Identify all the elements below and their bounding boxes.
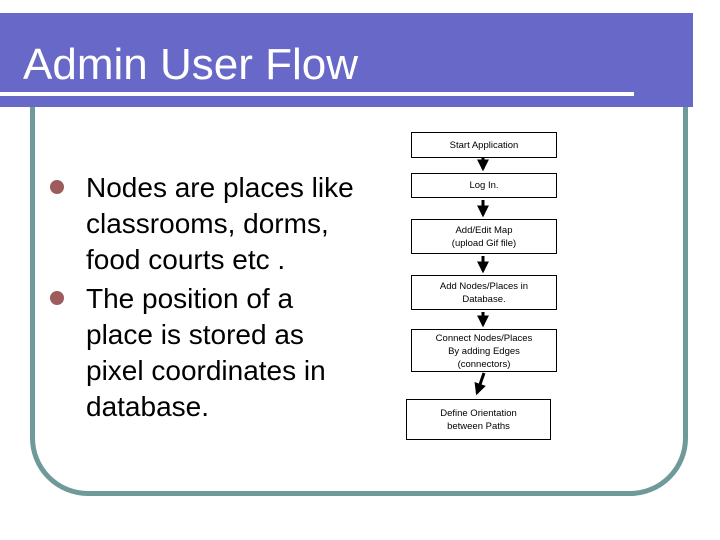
list-item: Nodes are places like classrooms, dorms,… — [50, 170, 385, 278]
title-bar: Admin User Flow — [0, 13, 693, 107]
flow-step-add-edit-map: Add/Edit Map (upload Gif file) — [411, 219, 557, 254]
bullet-icon — [50, 291, 64, 305]
flow-step-define-orientation: Define Orientation between Paths — [406, 399, 551, 440]
flow-step-connect-nodes: Connect Nodes/Places By adding Edges (co… — [411, 329, 557, 372]
bullet-icon — [50, 180, 64, 194]
bullet-list: Nodes are places like classrooms, dorms,… — [50, 170, 385, 425]
flow-step-log-in: Log In. — [411, 173, 557, 198]
list-item: The position of a place is stored as pix… — [50, 281, 385, 425]
flow-step-add-nodes: Add Nodes/Places in Database. — [411, 275, 557, 310]
bullet-text: Nodes are places like classrooms, dorms,… — [86, 172, 354, 275]
flow-step-start-application: Start Application — [411, 132, 557, 158]
title-underline — [0, 92, 634, 96]
bullet-text: The position of a place is stored as pix… — [86, 283, 326, 422]
page-title: Admin User Flow — [23, 40, 358, 89]
